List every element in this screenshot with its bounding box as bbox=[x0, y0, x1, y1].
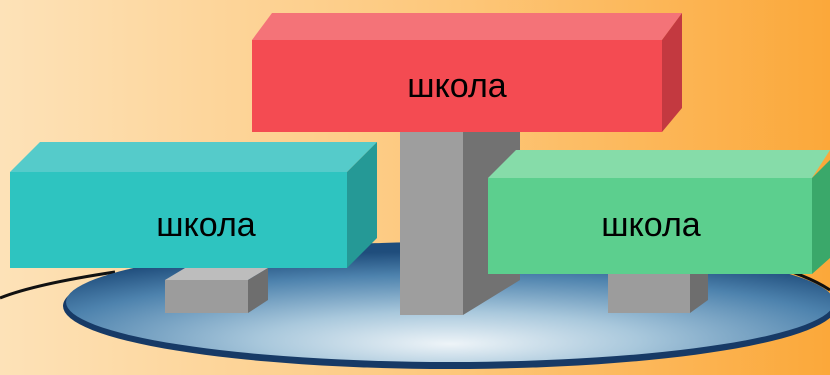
block-right-front-face bbox=[488, 178, 812, 274]
block-right: школа bbox=[488, 150, 830, 274]
block-left: школа bbox=[10, 142, 377, 268]
block-left-top-face bbox=[10, 142, 377, 172]
block-left-side-face bbox=[347, 142, 377, 268]
block-top-top-face bbox=[252, 13, 682, 40]
block-top: школа bbox=[252, 13, 682, 132]
block-left-front-face bbox=[10, 172, 347, 268]
block-top-side-face bbox=[662, 13, 682, 132]
block-right-label: школа bbox=[601, 206, 701, 244]
block-right-side-face bbox=[812, 160, 830, 274]
block-top-front-face bbox=[252, 40, 662, 132]
block-right-top-face bbox=[488, 150, 830, 178]
swoosh-left bbox=[0, 270, 116, 300]
pillar-left bbox=[165, 268, 268, 313]
block-top-label: школа bbox=[407, 67, 507, 105]
block-left-label: школа bbox=[156, 206, 256, 244]
